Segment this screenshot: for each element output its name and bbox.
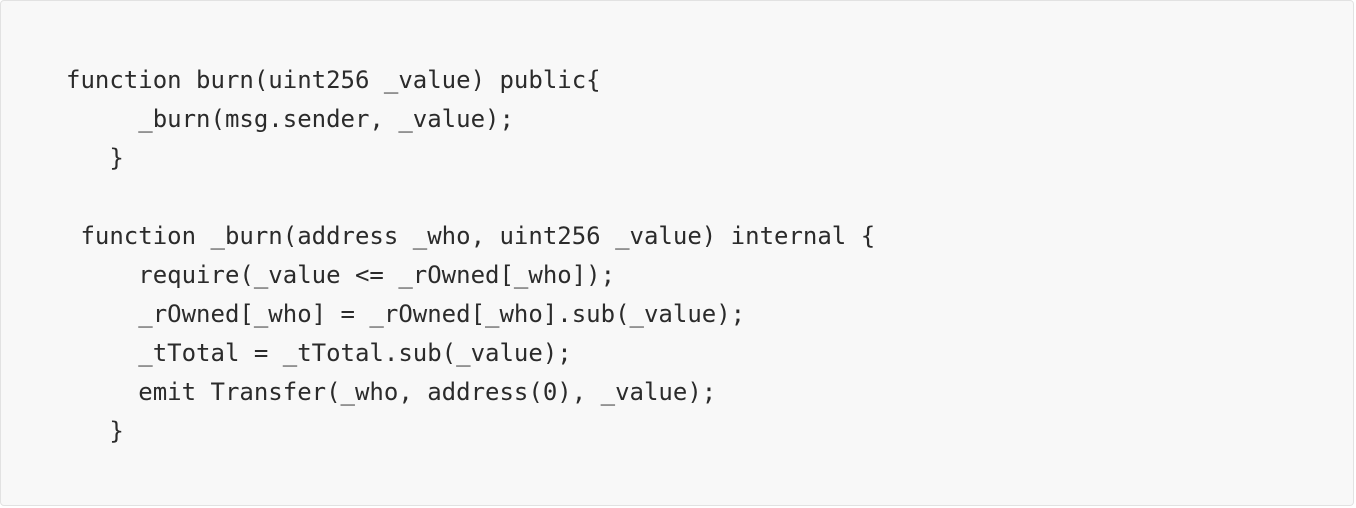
code-line-5: function _burn(address _who, uint256 _va… (66, 222, 876, 250)
code-line-3: } (66, 144, 124, 172)
code-line-9: emit Transfer(_who, address(0), _value); (66, 378, 717, 406)
code-line-2: _burn(msg.sender, _value); (66, 105, 514, 133)
code-content: function burn(uint256 _value) public{ _b… (66, 61, 875, 451)
code-line-8: _tTotal = _tTotal.sub(_value); (66, 339, 572, 367)
code-line-4 (66, 178, 875, 217)
code-line-1: function burn(uint256 _value) public{ (66, 66, 601, 94)
code-line-10: } (66, 417, 124, 445)
code-line-7: _rOwned[_who] = _rOwned[_who].sub(_value… (66, 300, 746, 328)
code-line-6: require(_value <= _rOwned[_who]); (66, 261, 616, 289)
